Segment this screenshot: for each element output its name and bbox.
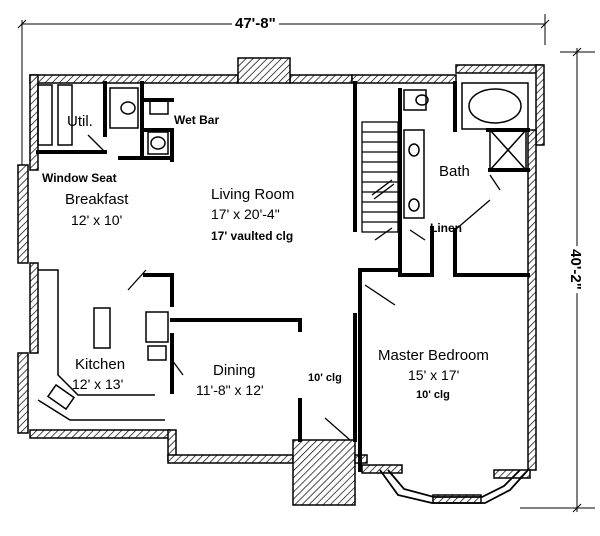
dining-size-label: 11'-8" x 12' [196,382,264,398]
dining-ceiling-label: 10' clg [308,372,342,384]
kitchen-counters [37,269,169,421]
living-room-ceiling-label: 17' vaulted clg [211,229,294,243]
breakfast-room-label: Breakfast [65,191,129,208]
overall-width-label: 47'-8" [232,16,279,31]
overall-depth-label: 40'-2" [567,246,584,293]
door-swings [87,134,501,441]
wet-bar-label: Wet Bar [174,113,220,127]
master-bedroom-ceiling-label: 10' clg [416,389,450,401]
utility-fixtures [37,84,169,155]
window-seat-label: Window Seat [42,171,117,185]
living-room-size-label: 17' x 20'-4" [211,206,280,222]
breakfast-size-label: 12' x 10' [71,212,123,228]
interior-walls [36,81,530,472]
stairs [361,121,399,233]
living-room-label: Living Room [211,186,295,203]
bath-label: Bath [439,163,470,180]
bath-fixtures [403,82,529,219]
bay-window [379,469,529,504]
exterior-walls [17,57,545,506]
linen-closet-label: Linen [430,221,462,235]
kitchen-size-label: 12' x 13' [72,376,124,392]
kitchen-label: Kitchen [75,356,126,373]
master-bedroom-size-label: 15' x 17' [408,367,460,383]
dining-room-label: Dining [213,362,256,379]
utility-room-label: Util. [67,113,93,130]
master-bedroom-label: Master Bedroom [378,347,489,364]
